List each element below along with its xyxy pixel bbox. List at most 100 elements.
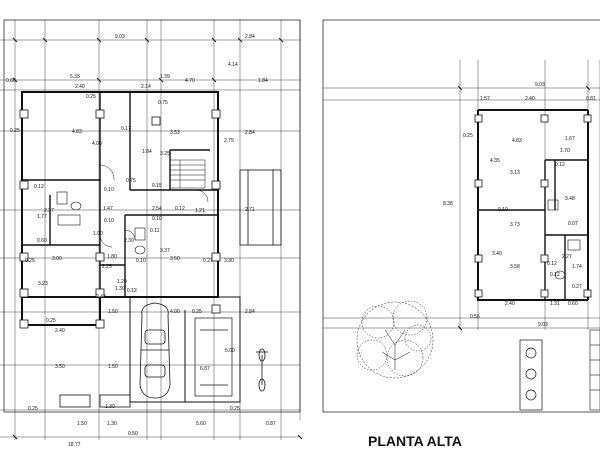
dim-label: 0.25 [46,318,56,324]
dim-label: 1.50 [108,364,118,370]
dim-label: 1.57 [480,96,490,102]
dim-label: 1.30 [105,404,115,410]
dim-label: 0.11 [150,228,160,234]
dim-label: 1.00 [93,231,103,237]
dim-label: 1.80 [107,254,117,260]
dim-label: 3.00 [52,256,62,262]
dim-label: 2.25 [102,264,112,270]
dim-label: 3.30 [224,258,234,264]
dim-label: 3.53 [170,130,180,136]
dim-label: 0.25 [86,94,96,100]
dim-label: 2.43 [96,294,106,300]
dim-label: 3.50 [170,256,180,262]
dim-label: 2.37 [44,208,54,214]
dim-label: 1.74 [572,264,582,270]
dim-label: 1.70 [560,148,570,154]
dim-label: 1.77 [37,214,47,220]
dim-label: 0.50 [128,431,138,437]
dim-label: 3.50 [55,364,65,370]
dim-label: 0.12 [34,184,44,190]
dim-label: 0.12 [175,206,185,212]
dim-label: 0.75 [126,178,136,184]
dim-label: 9.03 [535,82,545,88]
dim-label: 2.30 [124,238,134,244]
dim-label: 3.25 [160,151,170,157]
dim-label: 18.77 [68,442,81,448]
dim-label: 0.12 [547,261,557,267]
dim-label: 4.83 [512,138,522,144]
dim-label: 0.10 [104,187,114,193]
dim-label: 3.23 [38,281,48,287]
dim-label: 4.35 [490,158,500,164]
dim-label: 1.39 [160,74,170,80]
dim-label: 2.75 [224,138,234,144]
dim-label: 0.15 [152,183,162,189]
right-plan-dimensions: 9.03 1.57 2.40 0.81 0.25 4.83 1.67 4.35 … [443,82,596,328]
dim-label: 2.40 [55,328,65,334]
plan-title: PLANTA ALTA [368,433,462,449]
dim-label: 1.84 [142,149,152,155]
dim-label: 2.14 [141,84,151,90]
dim-label: 0.25 [10,128,20,134]
dim-label: 2.40 [505,301,515,307]
dim-label: 0.25 [25,258,35,264]
dim-label: 0.27 [572,284,582,290]
dim-label: 3.58 [510,264,520,270]
dim-label: 2.54 [152,206,162,212]
dim-label: 4.00 [92,141,102,147]
dim-label: 0.12 [127,288,137,294]
dim-label: 1.84 [258,78,268,84]
dim-label: 0.07 [568,221,578,227]
dim-label: 1.30 [107,421,117,427]
dim-label: 3.40 [492,251,502,257]
dim-label: 4.83 [72,129,82,135]
dim-label: 6.87 [200,366,210,372]
left-plan [0,19,303,440]
dim-label: 1.47 [103,206,113,212]
dim-label: 0.10 [498,207,508,213]
dim-label: 3.73 [510,222,520,228]
dim-label: 0.81 [586,96,596,102]
dim-label: 0.27 [203,258,213,264]
dim-label: 0.12 [550,272,560,278]
dim-label: 5.33 [70,74,80,80]
dim-label: 1.21 [195,208,205,214]
dim-label: 2.27 [562,254,572,260]
tree-icon [356,300,434,379]
dim-label: 0.60 [568,301,578,307]
dim-label: 0.25 [192,309,202,315]
dim-label: 8.38 [443,201,453,207]
dim-label: 2.40 [75,84,85,90]
left-plan-dimensions: 9.03 2.84 4.14 5.33 1.39 4.70 1.84 2.40 … [6,34,276,448]
dim-label: 4.70 [185,78,195,84]
dim-label: 1.50 [108,309,118,315]
dim-label: 0.12 [555,162,565,168]
car-icon [139,302,171,399]
dim-label: 1.31 [550,301,560,307]
motorcycle-icon [256,348,268,392]
dim-label: 0.56 [470,314,480,320]
dim-label: 0.17 [121,126,131,132]
dim-label: 1.20 [117,279,127,285]
dim-label: 0.25 [230,406,240,412]
dim-label: 0.60 [37,238,47,244]
dim-label: 5.60 [196,421,206,427]
dim-label: 2.40 [525,96,535,102]
right-plan [322,19,600,413]
dim-label: 0.25 [463,133,473,139]
dim-label: 3.48 [565,196,575,202]
dim-label: 0.75 [158,100,168,106]
dim-label: 2.84 [245,34,255,40]
dim-label: 0.60 [6,78,16,84]
dim-label: 3.37 [160,248,170,254]
dim-label: 5.00 [225,348,235,354]
dim-label: 1.50 [77,421,87,427]
dim-label: 0.10 [136,258,146,264]
dim-label: 4.14 [228,62,238,68]
dim-label: 0.25 [28,406,38,412]
dim-label: 0.10 [104,218,114,224]
dim-label: 2.71 [245,207,255,213]
dim-label: 9.03 [115,34,125,40]
dim-label: 9.03 [538,322,548,328]
